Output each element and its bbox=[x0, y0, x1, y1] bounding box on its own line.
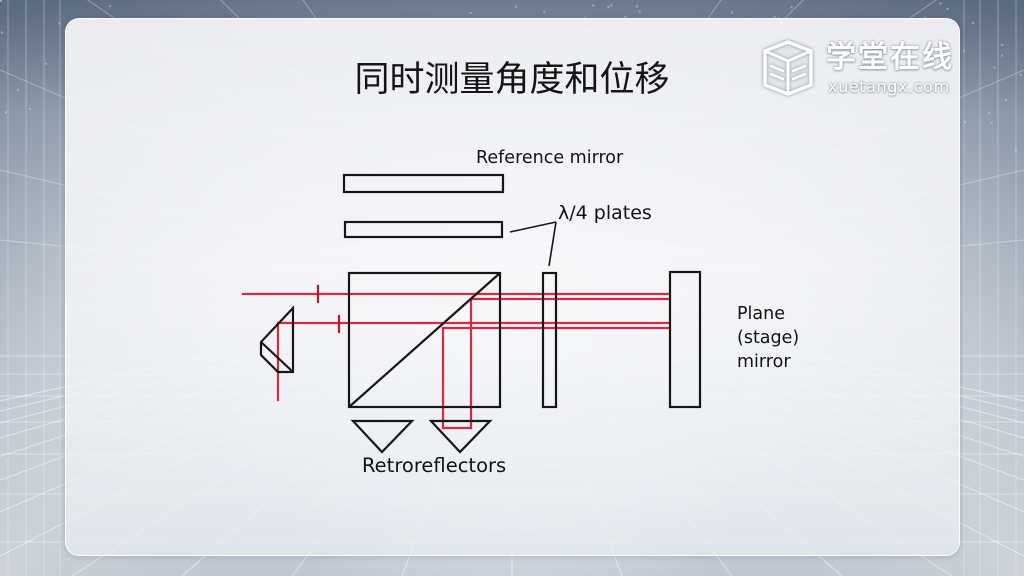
background-data-dot bbox=[0, 0, 2, 2]
background-data-dot bbox=[1001, 54, 1004, 57]
logo-icon-top bbox=[764, 49, 812, 63]
logo-icon-page-lines-right bbox=[791, 64, 807, 81]
optical-components bbox=[259, 173, 702, 454]
background-data-dot bbox=[939, 2, 942, 5]
background-data-dot bbox=[17, 88, 19, 91]
quarter-wave-plate-vertical bbox=[541, 271, 558, 409]
background-data-dot bbox=[638, 10, 641, 13]
background-data-dot bbox=[1015, 149, 1017, 152]
background-data-dot bbox=[514, 5, 517, 8]
beam-splitter-diagonal bbox=[348, 272, 501, 408]
background-data-dot bbox=[1, 31, 4, 34]
background-data-dot bbox=[607, 5, 610, 8]
reference-mirror bbox=[342, 173, 505, 194]
quarter-wave-plate-horizontal bbox=[343, 220, 504, 239]
background-data-dot bbox=[543, 10, 546, 13]
retroreflectors-label: Retroreflectors bbox=[362, 454, 506, 477]
background-data-dot bbox=[993, 66, 996, 69]
background-data-dot bbox=[583, 16, 586, 19]
plane-mirror-label-line-3: mirror bbox=[737, 352, 791, 372]
retroreflector-right bbox=[428, 419, 493, 454]
plane-stage-mirror bbox=[668, 270, 702, 409]
background-data-dot bbox=[731, 11, 734, 14]
background-data-dot bbox=[946, 7, 949, 10]
quarter-wave-plates-label: λ/4 plates bbox=[558, 202, 652, 224]
input-prism-edge bbox=[260, 341, 294, 373]
background-data-dot bbox=[29, 107, 32, 110]
retroreflector-left bbox=[350, 419, 415, 454]
diagram-labels: Reference mirror λ/4 plates Plane (stage… bbox=[362, 148, 799, 477]
background-data-dot bbox=[58, 22, 61, 25]
background-data-dot bbox=[972, 21, 974, 24]
background-data-dot bbox=[790, 6, 793, 9]
background-data-dot bbox=[924, 16, 926, 19]
background-data-dot bbox=[963, 49, 966, 52]
label-pointer-vertical-plate bbox=[548, 221, 557, 267]
background-data-dot bbox=[469, 12, 472, 14]
logo-name: 学堂在线 bbox=[826, 40, 954, 75]
slide-panel bbox=[65, 18, 960, 556]
background-data-dot bbox=[987, 112, 990, 115]
logo-icon-page-lines-left bbox=[769, 64, 785, 81]
beam-splitter-cube bbox=[347, 271, 502, 409]
background-data-dot bbox=[636, 5, 639, 8]
logo-domain: xuetangx.com bbox=[828, 77, 950, 96]
background-data-dot bbox=[592, 4, 595, 7]
background-data-dot bbox=[964, 121, 966, 123]
background-grid-line bbox=[802, 352, 1024, 402]
background-data-dot bbox=[1001, 43, 1004, 46]
background-data-dot bbox=[108, 5, 111, 8]
background-data-dot bbox=[624, 15, 627, 18]
plane-mirror-label-line-2: (stage) bbox=[737, 328, 799, 348]
reference-mirror-label: Reference mirror bbox=[476, 148, 624, 168]
background-data-dot bbox=[45, 62, 48, 65]
laser-beams bbox=[241, 284, 671, 430]
background-data-dot bbox=[773, 16, 776, 19]
background-data-dot bbox=[1019, 73, 1022, 76]
background-data-dot bbox=[1004, 98, 1007, 101]
background-data-dot bbox=[610, 4, 613, 7]
plane-mirror-label-line-1: Plane bbox=[737, 304, 785, 324]
input-prism bbox=[259, 305, 295, 374]
label-pointer-horizontal-plate bbox=[509, 221, 557, 233]
slide-title: 同时测量角度和位移 bbox=[354, 60, 670, 100]
background-data-dot bbox=[990, 121, 993, 124]
background-grid-line bbox=[0, 352, 222, 402]
background-data-dot bbox=[4, 111, 7, 114]
xuetangx-logo-icon bbox=[763, 40, 813, 96]
